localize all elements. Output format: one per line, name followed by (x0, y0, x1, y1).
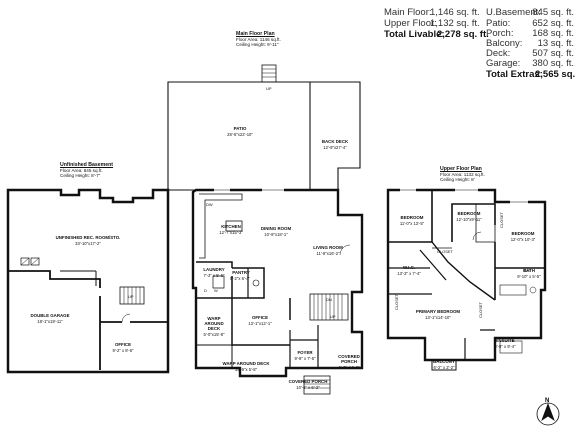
room-dim: 28'-6"x22'-10" (227, 132, 253, 137)
basement-area: Floor Area: 845 sq.ft. (60, 168, 103, 173)
area-value: 380 sq. ft. (532, 58, 574, 69)
room-name: UNFINISHED REC. ROOM/STO. (55, 235, 121, 240)
room-dim: 9'-2" x 8'-6" (112, 348, 134, 353)
room-dim: 14'-6"x 5'-8" (234, 367, 258, 372)
room-dim: 5'-2"x 6'-4" (230, 276, 250, 281)
area-label: Upper Floor: (384, 18, 437, 29)
room-dim: 11'-0"x 13'-5" (399, 221, 425, 226)
room-name: OFFICE (251, 315, 269, 320)
north-letter: N (545, 398, 549, 404)
room-dim: 9'-8" x 9'-4" (494, 344, 516, 349)
area-label: U.Basement: (486, 7, 541, 18)
room-name: OFFICE (114, 342, 132, 347)
total-extras-value: 2,565 sq. ft. (535, 69, 576, 80)
room-name: ENSUITE (495, 338, 515, 343)
room-name: DINING ROOM (260, 226, 292, 231)
room-dim: 9'-8" x 7'-5" (294, 356, 316, 361)
upper-floor-area: Floor Area: 1132 sq.ft. (440, 172, 485, 177)
room-name: PRIMARY BEDROOM (415, 309, 461, 314)
room-dim: 9'-10" x 5'-5" (517, 274, 541, 279)
room-dim: 7'-3" x 5'-6" (203, 273, 225, 278)
room-name: WARP AROUND DECK (204, 316, 224, 332)
main-floor-ceiling: Ceiling Height: 9'-11" (236, 42, 279, 47)
room-name: W.I.C. (403, 265, 415, 270)
area-value: 13 sq. ft. (537, 38, 574, 49)
room-name: PATIO (233, 126, 247, 131)
room-dim: 12'-9"x27'-4" (323, 145, 347, 150)
basement-ceiling: Ceiling Height: 8'-7" (60, 173, 101, 178)
room-name: WARP AROUND DECK (222, 361, 270, 366)
room-name: COVERED PORCH (288, 379, 328, 384)
total-extras-label: Total Extras: (486, 69, 543, 80)
area-value: 652 sq. ft. (532, 18, 574, 29)
main-floor-plan (167, 64, 364, 395)
room-name: BALCONY (433, 359, 455, 364)
area-label: Deck: (486, 48, 511, 59)
room-dim: 13'-1"x12'-1" (248, 321, 272, 326)
room-name: PANTRY (232, 270, 250, 275)
main-floor-area: Floor Area: 1146 sq.ft. (236, 37, 281, 42)
room-name: LAUNDRY (203, 267, 225, 272)
area-label: Balcony: (486, 38, 523, 49)
area-value: 1,132 sq. ft. (430, 18, 480, 29)
upper-floor-title: Upper Floor Plan (440, 166, 482, 172)
room-dim: 11'-8"x16'-2" (316, 251, 340, 256)
room-dim: 33'-10"x17'-2" (75, 241, 101, 246)
room-dim: 6'-7"x14'-3" (338, 365, 360, 370)
room-dim: 12'-7"x15'-3" (219, 230, 243, 235)
room-name: LIVING ROOM (313, 245, 343, 250)
room-name: KITCHEN (221, 224, 241, 229)
basement-plan (6, 188, 170, 374)
basement-stair-up: UP (128, 294, 134, 299)
main-stair-up-2: UP (330, 314, 336, 319)
area-label: Garage: (486, 58, 521, 69)
washer-label: D (204, 288, 207, 293)
area-value: 507 sq. ft. (532, 48, 574, 59)
total-livable-label: Total Livable: (384, 29, 445, 40)
area-label: Porch: (486, 28, 514, 39)
area-label: Main Floor: (384, 7, 432, 18)
room-dim: 6'-2" x 2'-2" (433, 365, 455, 370)
room-dim: 12'-10"x9'-11" (456, 217, 482, 222)
closet-label: CLOSET (478, 301, 483, 318)
closet-label: CLOSET (394, 293, 399, 310)
area-value: 168 sq. ft. (532, 28, 574, 39)
upper-floor-ceiling: Ceiling Height: 8' (440, 177, 475, 182)
area-value: 1,146 sq. ft. (430, 7, 480, 18)
room-name: BACK DECK (321, 139, 349, 144)
room-name: FOYER (297, 350, 313, 355)
room-name: BEDROOM (400, 215, 424, 220)
total-livable-value: 2,278 sq. ft. (437, 29, 489, 40)
closet-label: CLOSET (437, 249, 454, 254)
room-name: BATH (523, 268, 535, 273)
basement-title: Unfinished Basement (60, 162, 114, 168)
upper-floor-plan (386, 188, 547, 371)
room-dim: 10'-9"x18'-1" (264, 232, 288, 237)
dishwasher-label: DW (206, 202, 213, 207)
room-dim: 5'-0"x15'-8" (203, 332, 225, 337)
closet-label: CLOSET (499, 211, 504, 228)
upper-stair-dn: DN (524, 268, 530, 273)
room-name: DOUBLE GARAGE (30, 313, 70, 318)
main-floor-title: Main Floor Plan (236, 31, 275, 37)
room-dim: 13'-1"x14'-10" (425, 315, 451, 320)
room-dim: 12'-0"x 10'-3" (510, 237, 536, 242)
room-dim: 18'-1"x19'-11" (37, 319, 63, 324)
dryer-label: W (214, 288, 218, 293)
area-label: Patio: (486, 18, 511, 29)
main-stair-up: UP (266, 86, 272, 91)
room-name: COVERED PORCH (338, 354, 360, 365)
room-name: BEDROOM (457, 211, 481, 216)
area-value: 845 sq. ft. (532, 7, 574, 18)
room-name: BEDROOM (511, 231, 535, 236)
room-dim: 10'-6" x 6'-2" (296, 385, 320, 390)
main-stair-dn: DN (326, 297, 332, 302)
room-dim: 13'-3" x 7'-4" (397, 271, 421, 276)
north-arrow (536, 402, 560, 426)
